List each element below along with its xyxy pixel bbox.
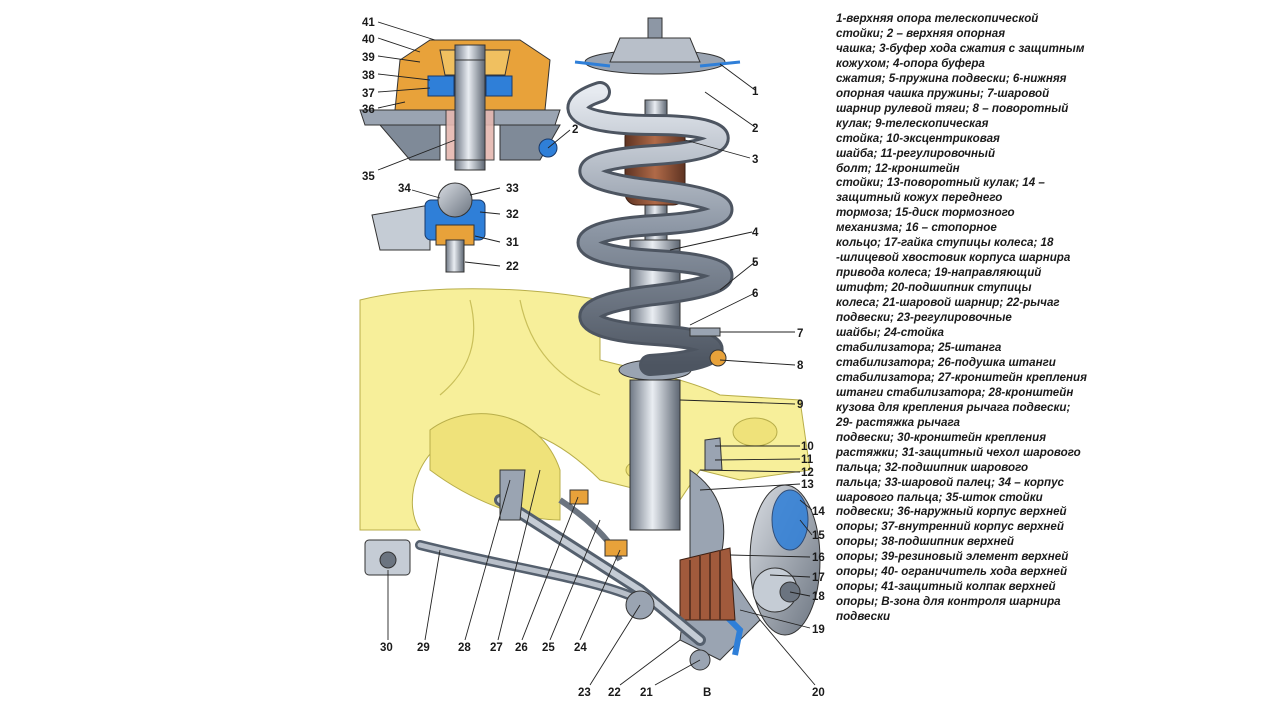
label-15: 15	[812, 530, 825, 542]
label-22-inset: 22	[506, 261, 519, 273]
label-41: 41	[362, 17, 375, 29]
label-2: 2	[752, 123, 758, 135]
label-20: 20	[812, 687, 825, 699]
legend-line: шарового пальца; 35-шток стойки	[836, 490, 1043, 504]
legend-line: пальца; 33-шаровой палец; 34 – корпус	[836, 475, 1064, 489]
label-39: 39	[362, 52, 375, 64]
legend-line: шайба; 11-регулировочный	[836, 146, 996, 160]
label-7: 7	[797, 328, 803, 340]
label-35: 35	[362, 171, 375, 183]
legend-line: стойки; 13-поворотный кулак; 14 –	[836, 176, 1045, 190]
ball-joint-inset	[371, 182, 486, 273]
legend-line: опоры; 40- ограничитель хода верхней	[836, 565, 1068, 579]
label-37: 37	[362, 88, 375, 100]
label-9: 9	[797, 399, 803, 411]
legend-line: штифт; 20-подшипник ступицы	[836, 281, 1032, 295]
legend-line: подвески	[836, 610, 891, 624]
legend-line: стойки; 2 – верхняя опорная	[836, 26, 1006, 40]
part-numbers: 1 2 3 4 5 6 7 8 9 10 11 12 13 14 15 16 1…	[362, 17, 825, 699]
knuckle-assembly	[679, 327, 821, 661]
legend-line: тормоза; 15-диск тормозного	[836, 206, 1015, 220]
label-8: 8	[797, 360, 804, 372]
label-28: 28	[458, 642, 471, 654]
legend-line: опоры; 41-защитный колпак верхней	[836, 580, 1056, 594]
legend-line: стабилизатора; 27-кронштейн крепления	[836, 370, 1087, 384]
label-6: 6	[752, 288, 758, 300]
legend-line: кулак; 9-телескопическая	[836, 116, 989, 130]
legend-line: подвески; 23-регулировочные	[836, 311, 1012, 325]
legend-line: чашка; 3-буфер хода сжатия с защитным	[836, 41, 1085, 55]
lower-arm-assembly	[364, 469, 711, 671]
label-b: В	[703, 687, 711, 699]
label-4: 4	[752, 227, 759, 239]
legend-line: шарнир рулевой тяги; 8 – поворотный	[836, 101, 1069, 115]
legend-line: 1-верхняя опора телескопической	[836, 12, 1039, 25]
legend-line: стойка; 10-эксцентриковая	[836, 131, 1000, 145]
legend-line: подвески; 30-кронштейн крепления	[836, 430, 1047, 444]
legend-line: защитный кожух переднего	[836, 191, 1003, 205]
label-38: 38	[362, 70, 375, 82]
label-16: 16	[812, 552, 825, 564]
legend-line: кожухом; 4-опора буфера	[836, 56, 985, 70]
legend-line: стабилизатора; 25-штанга	[836, 340, 1002, 354]
label-13: 13	[801, 479, 814, 491]
label-33: 33	[506, 183, 519, 195]
legend-line: колеса; 21-шаровой шарнир; 22-рычаг	[836, 296, 1060, 310]
label-5: 5	[752, 257, 759, 269]
label-19: 19	[812, 624, 825, 636]
label-24: 24	[574, 642, 587, 654]
legend-line: -шлицевой хвостовик корпуса шарнира	[836, 251, 1071, 265]
legend-line: сжатия; 5-пружина подвески; 6-нижняя	[836, 71, 1067, 85]
legend-line: опоры; 39-резиновый элемент верхней	[836, 550, 1069, 564]
label-10: 10	[801, 441, 814, 453]
label-29: 29	[417, 642, 430, 654]
legend-line: пальца; 32-подшипник шарового	[836, 460, 1029, 474]
label-11: 11	[801, 454, 814, 466]
legend-line: опоры; 38-подшипник верхней	[836, 535, 1014, 549]
label-36: 36	[362, 104, 375, 116]
coil-spring	[566, 81, 734, 376]
legend-line: растяжки; 31-защитный чехол шарового	[836, 445, 1081, 459]
legend-line: 29- растяжка рычага	[836, 415, 960, 429]
legend-line: стабилизатора; 26-подушка штанги	[836, 355, 1056, 369]
label-25: 25	[542, 642, 555, 654]
legend-line: кольцо; 17-гайка ступицы колеса; 18	[836, 236, 1054, 250]
label-26: 26	[515, 642, 528, 654]
label-18: 18	[812, 591, 825, 603]
label-2-inset: 2	[572, 124, 578, 136]
label-3: 3	[752, 154, 758, 166]
legend-line: опоры; 37-внутренний корпус верхней	[836, 520, 1064, 534]
legend-line: болт; 12-кронштейн	[836, 161, 960, 175]
label-17: 17	[812, 572, 825, 584]
legend-line: опоры; В-зона для контроля шарнира	[836, 595, 1061, 609]
leader-lines	[377, 21, 816, 686]
label-1: 1	[752, 86, 759, 98]
label-14: 14	[812, 506, 825, 518]
legend-line: опорная чашка пружины; 7-шаровой	[836, 86, 1050, 100]
label-30: 30	[380, 642, 393, 654]
legend-line: привода колеса; 19-направляющий	[836, 266, 1042, 280]
label-12: 12	[801, 467, 814, 479]
label-32: 32	[506, 209, 519, 221]
legend-line: кузова для крепления рычага подвески;	[836, 400, 1071, 414]
legend-line: шайбы; 24-стойка	[836, 326, 944, 340]
label-34: 34	[398, 183, 411, 195]
label-21: 21	[640, 687, 653, 699]
label-23: 23	[578, 687, 591, 699]
label-22: 22	[608, 687, 621, 699]
upper-mount-inset	[359, 39, 561, 171]
label-40: 40	[362, 34, 375, 46]
label-31: 31	[506, 237, 519, 249]
legend-line: подвески; 36-наружный корпус верхней	[836, 505, 1067, 519]
legend-line: механизма; 16 – стопорное	[836, 221, 997, 235]
legend-line: штанги стабилизатора; 28-кронштейн	[836, 385, 1074, 399]
strut-top-mount	[574, 17, 741, 75]
label-27: 27	[490, 642, 503, 654]
